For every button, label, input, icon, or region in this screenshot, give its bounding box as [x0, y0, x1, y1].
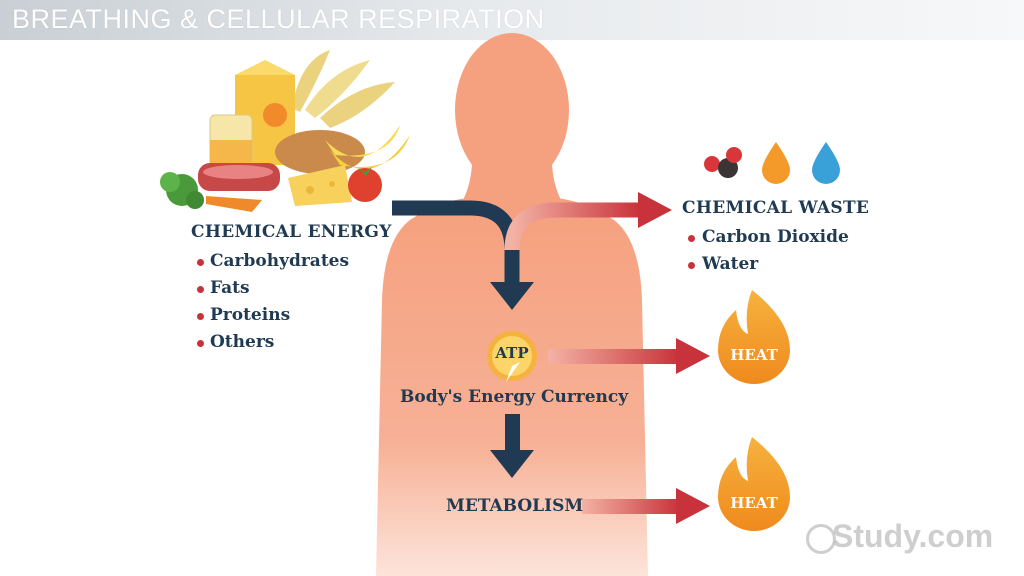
- list-item: Carbon Dioxide: [702, 227, 849, 247]
- bullet: [688, 262, 695, 269]
- flame-icon: [718, 437, 790, 531]
- human-silhouette: [376, 33, 648, 576]
- list-item: Proteins: [210, 305, 291, 325]
- metabolism-heat-arrow: [582, 488, 710, 524]
- metabolism-label: METABOLISM: [446, 496, 584, 516]
- watermark-logo-icon: [806, 524, 836, 554]
- water-droplet-icon: [812, 142, 840, 184]
- flame-icon: [718, 290, 790, 384]
- chemical-waste-heading: CHEMICAL WASTE: [682, 198, 870, 218]
- bullet: [688, 235, 695, 242]
- heat-label: HEAT: [730, 346, 778, 364]
- bullet: [197, 340, 204, 347]
- list-item: Others: [210, 332, 275, 352]
- watermark: Study.com: [832, 518, 994, 554]
- slide-title: BREATHING & CELLULAR RESPIRATION: [12, 4, 545, 34]
- atp-coin-icon: [487, 331, 537, 382]
- atp-heat-arrow: [548, 338, 710, 374]
- chemical-energy-heading: CHEMICAL ENERGY: [191, 222, 392, 242]
- heat-label: HEAT: [730, 494, 778, 512]
- carbon-dioxide-molecule-icon: [704, 147, 742, 178]
- atp-caption: Body's Energy Currency: [400, 387, 629, 407]
- bullet: [197, 259, 204, 266]
- list-item: Carbohydrates: [210, 251, 350, 271]
- atp-label: ATP: [495, 344, 529, 362]
- food-illustration: [160, 50, 410, 212]
- orange-droplet-icon: [762, 142, 790, 184]
- bullet: [197, 286, 204, 293]
- list-item: Fats: [210, 278, 250, 298]
- metabolism-arrow: [490, 414, 534, 478]
- list-item: Water: [702, 254, 759, 274]
- waste-output-arrow: [504, 192, 672, 251]
- bullet: [197, 313, 204, 320]
